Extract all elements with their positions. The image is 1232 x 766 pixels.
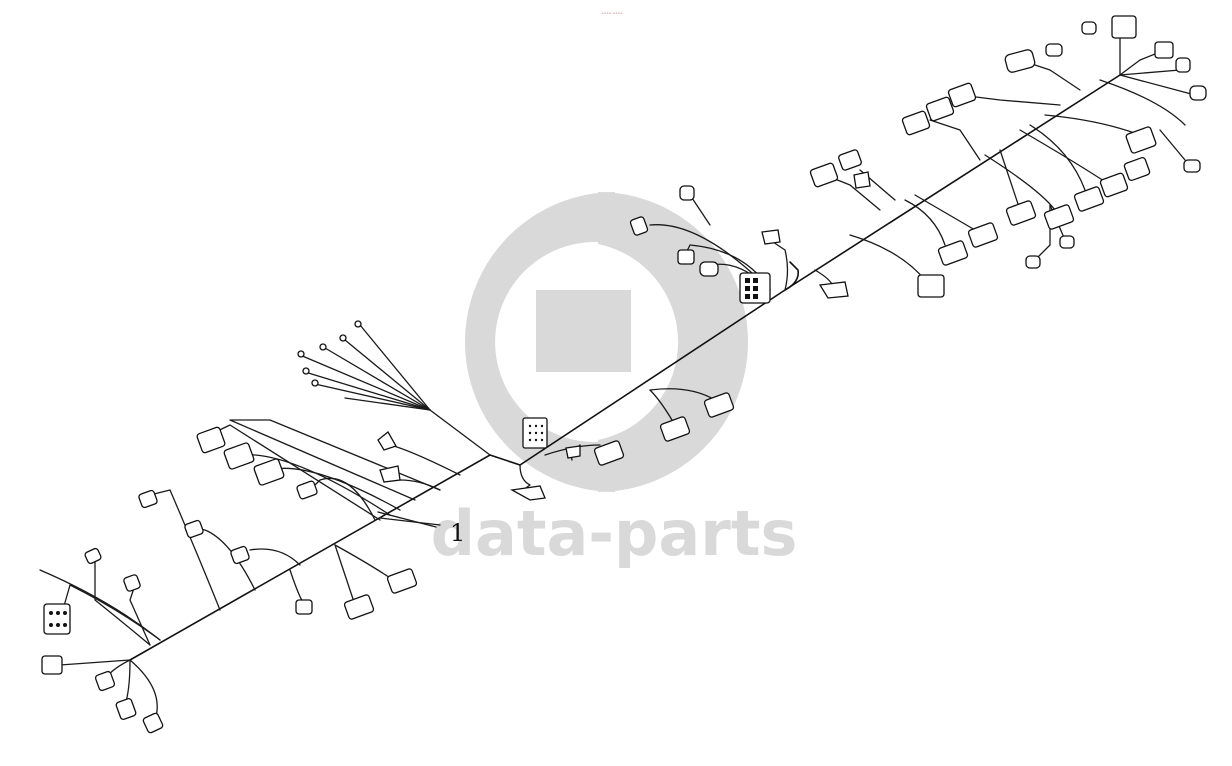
right-connectors bbox=[809, 15, 1207, 299]
connector-r-e bbox=[1043, 204, 1075, 230]
clip-icon-d bbox=[509, 485, 546, 501]
connector-lm-f bbox=[386, 568, 418, 594]
callout: 1 bbox=[377, 511, 465, 547]
left-middle-connectors bbox=[138, 426, 418, 620]
connector-left-c bbox=[115, 698, 137, 720]
connector-r-a bbox=[917, 274, 945, 298]
connector-lm-b bbox=[184, 519, 204, 539]
connector-c-c bbox=[703, 392, 735, 418]
left-end-branches bbox=[39, 559, 161, 721]
connector-r-s bbox=[1189, 85, 1207, 101]
clip-icon-c bbox=[761, 229, 781, 245]
connector-left-f bbox=[123, 574, 141, 592]
connector-r-x bbox=[1081, 21, 1097, 35]
connector-c-f bbox=[629, 216, 649, 236]
connector-r-l bbox=[901, 110, 931, 136]
connector-lm-e bbox=[343, 594, 375, 620]
connector-r-b bbox=[937, 240, 969, 266]
ring-terminal-fan bbox=[297, 320, 491, 456]
connector-r-t bbox=[1183, 159, 1201, 173]
connector-r-p bbox=[1111, 15, 1137, 39]
connector-r-n bbox=[947, 82, 977, 108]
connector-lm-g bbox=[296, 480, 318, 500]
clip-icon-g bbox=[853, 171, 871, 189]
connector-left-a bbox=[41, 655, 63, 675]
relay-block-center bbox=[522, 417, 548, 449]
top-mark: °°°° °°°° bbox=[601, 12, 623, 18]
connector-c-a bbox=[593, 440, 625, 466]
connector-c-g bbox=[679, 185, 695, 201]
central-branches bbox=[519, 194, 789, 493]
clip-icon-f bbox=[818, 281, 849, 299]
connector-lm-h bbox=[196, 426, 226, 454]
connector-r-f bbox=[1073, 186, 1105, 212]
connector-r-m bbox=[925, 96, 955, 122]
connector-c-d bbox=[677, 249, 695, 265]
connector-r-q bbox=[1154, 41, 1174, 59]
connector-6pin-left bbox=[43, 603, 71, 635]
connector-r-o bbox=[1004, 49, 1036, 73]
connector-lm-j bbox=[253, 458, 285, 486]
connector-left-b bbox=[94, 670, 116, 692]
connector-left-d bbox=[142, 712, 164, 734]
connector-r-h bbox=[1123, 156, 1151, 182]
connector-r-w bbox=[1045, 43, 1063, 57]
clip-icon-e bbox=[565, 445, 581, 459]
connector-r-g bbox=[1099, 172, 1129, 198]
central-connectors bbox=[509, 185, 781, 501]
connector-lm-i bbox=[223, 442, 255, 470]
relay-block-upper bbox=[739, 272, 771, 304]
connector-r-r bbox=[1175, 57, 1191, 73]
clip-icon-a bbox=[377, 431, 397, 451]
connector-r-v bbox=[1059, 235, 1075, 249]
left-end-connectors bbox=[41, 547, 164, 734]
connector-left-e bbox=[84, 547, 102, 565]
connector-r-i bbox=[1125, 126, 1157, 154]
connector-lm-c bbox=[230, 545, 250, 565]
connector-lm-d bbox=[295, 599, 313, 615]
connector-r-d bbox=[1005, 200, 1037, 226]
connector-c-e bbox=[699, 261, 719, 277]
connector-lm-a bbox=[138, 489, 158, 509]
connector-r-k bbox=[838, 149, 862, 171]
connector-r-u bbox=[1025, 255, 1041, 269]
callout-label: 1 bbox=[450, 519, 465, 547]
connector-r-j bbox=[809, 162, 839, 188]
watermark-text: data-parts bbox=[431, 497, 798, 570]
connector-c-b bbox=[659, 416, 691, 442]
connector-r-c bbox=[967, 222, 999, 248]
clip-icon-b bbox=[379, 465, 401, 483]
